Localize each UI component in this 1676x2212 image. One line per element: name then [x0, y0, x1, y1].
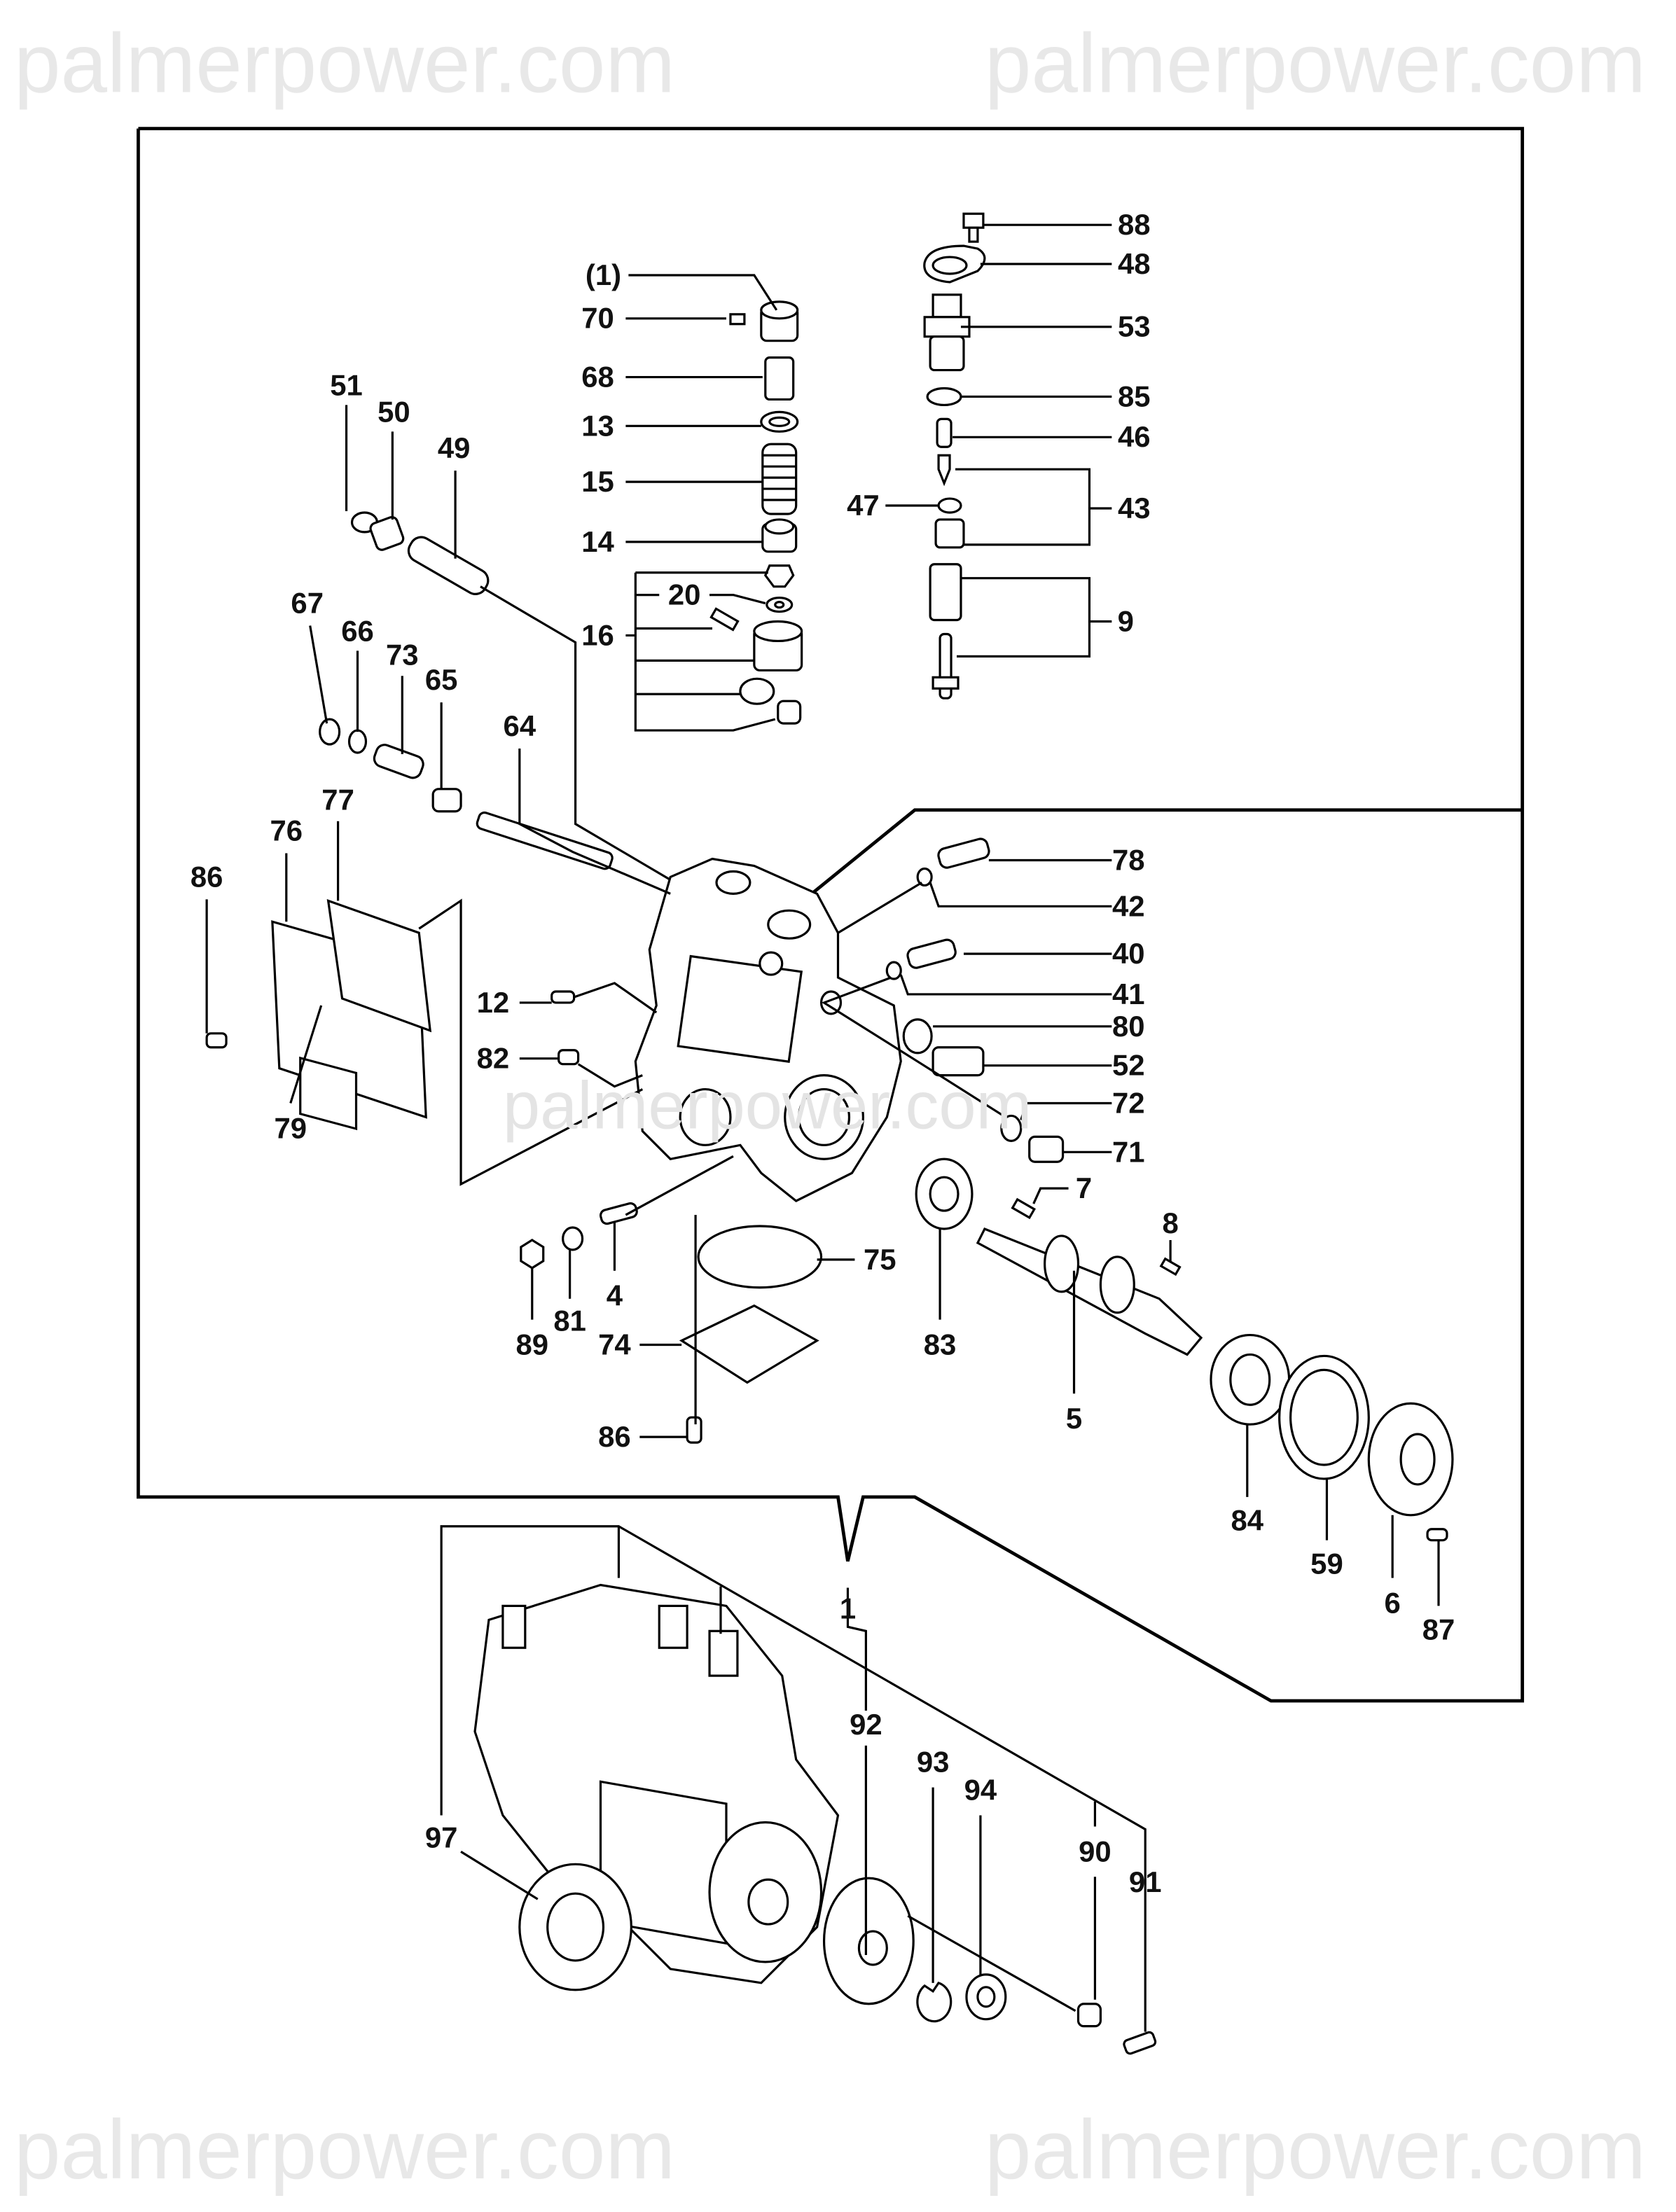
callout-65: 65: [425, 663, 458, 696]
callout-48: 48: [1118, 247, 1151, 280]
callout-16: 16: [581, 618, 614, 651]
callout-89: 89: [515, 1328, 548, 1361]
governor-parts: [205, 511, 614, 1131]
callout-51: 51: [330, 368, 363, 401]
callout-88: 88: [1118, 208, 1151, 241]
callout-6: 6: [1385, 1586, 1401, 1619]
delivery-holder-parts: [923, 212, 986, 700]
callout-67: 67: [291, 587, 324, 620]
callout-91: 91: [1129, 1865, 1162, 1898]
watermark-center: palmerpower.com: [503, 1068, 1032, 1143]
callout-49: 49: [438, 431, 471, 464]
callout-75: 75: [864, 1243, 896, 1276]
callout-78: 78: [1112, 843, 1145, 876]
callout-53: 53: [1118, 310, 1151, 343]
callout-72: 72: [1112, 1086, 1145, 1119]
callout-94: 94: [964, 1774, 997, 1807]
callout-79: 79: [275, 1111, 307, 1144]
pump-housing: [634, 857, 902, 1202]
callout-80: 80: [1112, 1010, 1145, 1043]
callout-8: 8: [1162, 1206, 1178, 1239]
callout-52: 52: [1112, 1049, 1145, 1082]
watermark-bottom-left: palmerpower.com: [14, 2103, 675, 2197]
watermark-top-left: palmerpower.com: [14, 18, 675, 111]
callout-68: 68: [581, 361, 614, 394]
assembly-frame: [137, 127, 1525, 1703]
callout-73: 73: [386, 638, 419, 671]
callout-41: 41: [1112, 978, 1145, 1010]
callout-9: 9: [1118, 604, 1134, 637]
callout-82: 82: [477, 1042, 510, 1075]
callout-46: 46: [1118, 420, 1151, 453]
watermark-bottom-right: palmerpower.com: [985, 2103, 1646, 2197]
callout-86-cover: 86: [191, 860, 223, 893]
callout-4: 4: [607, 1279, 623, 1312]
callout-90: 90: [1079, 1835, 1111, 1867]
callout-43: 43: [1118, 492, 1151, 524]
watermark-top-right: palmerpower.com: [985, 18, 1646, 111]
delivery-valve-parts: [709, 300, 803, 725]
callout-77: 77: [321, 784, 354, 816]
callout-92: 92: [850, 1708, 882, 1741]
callout-93: 93: [917, 1746, 950, 1779]
callout-20: 20: [668, 578, 701, 611]
callout-5: 5: [1066, 1402, 1082, 1435]
callout-83: 83: [924, 1328, 957, 1361]
callout-81: 81: [553, 1305, 586, 1337]
callout-14: 14: [581, 525, 614, 558]
callout-85: 85: [1118, 380, 1151, 412]
callout-12: 12: [477, 986, 510, 1019]
callout-97: 97: [425, 1821, 458, 1853]
leader-lines: [205, 223, 1440, 2032]
callout-59: 59: [1310, 1547, 1343, 1580]
callout-47: 47: [847, 489, 880, 522]
callout-84: 84: [1231, 1504, 1264, 1537]
callout-71: 71: [1112, 1135, 1145, 1168]
callout-64: 64: [504, 709, 536, 742]
callout-42: 42: [1112, 889, 1145, 922]
callout-70: 70: [581, 302, 614, 335]
callout-87: 87: [1422, 1613, 1455, 1646]
callout-13: 13: [581, 409, 614, 442]
callout-labels: (1) 70 68 13 15 14 20 16 88 48 53 85 46 …: [191, 208, 1455, 1898]
assembled-injection-pump: [473, 1583, 1157, 2055]
fittings-and-camshaft: [520, 837, 1454, 1542]
callout-1: 1: [840, 1592, 856, 1625]
callout-86-bottom: 86: [598, 1420, 631, 1453]
callout-66: 66: [341, 614, 374, 647]
callout-50: 50: [378, 395, 410, 428]
callout-7: 7: [1076, 1171, 1092, 1204]
callout-76: 76: [270, 814, 303, 847]
callout-1-paren: (1): [586, 258, 621, 291]
callout-74: 74: [598, 1328, 631, 1361]
callout-15: 15: [581, 465, 614, 498]
callout-40: 40: [1112, 937, 1145, 970]
